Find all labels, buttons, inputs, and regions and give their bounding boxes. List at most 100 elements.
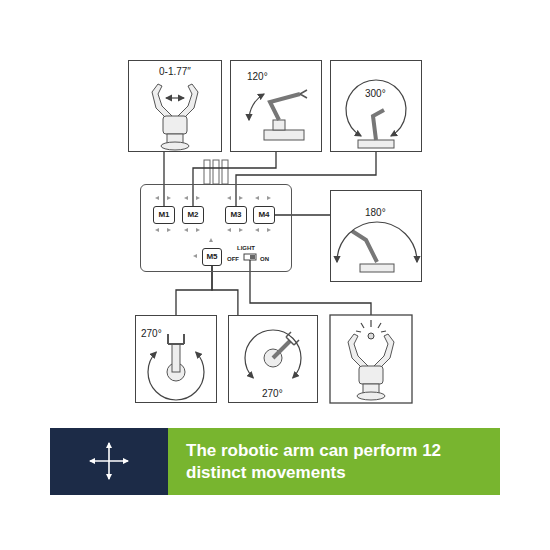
control-board: LIGHT OFF ON M1 M2 M3 M4M5: [140, 184, 292, 272]
direction-mark: [184, 228, 188, 232]
wire-connector: [236, 152, 376, 206]
light-ray: [370, 320, 371, 327]
gripper-drawing: [178, 84, 198, 120]
base-drawing: [264, 332, 299, 367]
light-ray: [381, 331, 386, 332]
gripper-drawing: [348, 334, 394, 400]
angle-label: 270°: [262, 388, 283, 400]
motor-label: M3: [230, 210, 241, 220]
wire-connector: [193, 152, 276, 206]
motor-label: M4: [258, 210, 269, 220]
range-arrow: [166, 97, 184, 98]
direction-mark: [184, 196, 188, 200]
rotation-arc: [148, 352, 204, 400]
switch-label: ON: [260, 256, 269, 263]
wire-connector: [176, 266, 212, 315]
direction-mark: [196, 196, 200, 200]
board-channel: [204, 160, 210, 184]
direction-mark: [155, 228, 159, 232]
board-channel: [213, 160, 219, 184]
arm-drawing: [358, 140, 394, 148]
board-channel: [204, 160, 228, 184]
wrist-drawing: [167, 334, 185, 381]
angle-label: 180°: [365, 207, 386, 219]
caption-band: The robotic arm can perform 12 distinct …: [168, 428, 500, 495]
light-ray: [356, 320, 386, 332]
arm-drawing: [300, 90, 307, 98]
motor-label: M5: [206, 252, 217, 262]
arm-drawing: [352, 231, 394, 272]
angle-label: 120°: [247, 71, 268, 83]
motor-button: M3: [225, 206, 247, 224]
direction-mark: [167, 196, 171, 200]
rotation-arc: [249, 94, 264, 120]
wrist-drawing: [168, 334, 184, 344]
move-icon: [108, 443, 110, 479]
movement-panel: 120°: [230, 60, 322, 152]
movement-panel: 270°: [228, 315, 318, 403]
range-label: 0-1.77″: [159, 66, 191, 78]
direction-mark: [255, 228, 259, 232]
movement-panel: 180°: [330, 190, 422, 282]
gripper-drawing: [374, 334, 394, 370]
direction-mark: [239, 228, 243, 232]
direction-mark: [196, 228, 200, 232]
light-panel: [330, 315, 412, 403]
direction-mark: [255, 196, 259, 200]
move-icon: [90, 443, 128, 479]
motor-label: M1: [158, 210, 169, 220]
direction-mark: [267, 228, 271, 232]
arm-drawing: [264, 90, 307, 140]
gripper-drawing: [152, 84, 198, 150]
direction-mark: [167, 228, 171, 232]
movement-panel: 0-1.77″: [128, 60, 222, 152]
light-ray: [361, 323, 364, 328]
movement-panel: 300°: [330, 60, 422, 152]
gripper-drawing: [359, 366, 383, 384]
motor-button: M2: [182, 206, 204, 224]
gripper-drawing: [163, 116, 187, 134]
wire-connector: [212, 266, 238, 315]
light-switch: [244, 254, 256, 260]
motor-button: M4: [253, 206, 275, 224]
direction-mark: [227, 196, 231, 200]
motor-button: M5: [202, 248, 222, 266]
motor-label: M2: [187, 210, 198, 220]
movement-panel: 270°: [135, 315, 217, 403]
direction-mark: [267, 196, 271, 200]
arm-drawing: [270, 94, 300, 120]
direction-mark: [239, 196, 243, 200]
wire-connector: [163, 152, 164, 206]
rotation-arc: [337, 222, 417, 262]
motor-button: M1: [153, 206, 175, 224]
arm-drawing: [352, 231, 377, 262]
direction-mark: [193, 254, 197, 258]
arm-drawing: [273, 120, 285, 130]
gripper-drawing: [357, 392, 385, 400]
light-wire: [250, 260, 371, 315]
switch-knob: [250, 255, 255, 259]
gripper-drawing: [152, 84, 172, 120]
gripper-drawing: [348, 334, 368, 370]
wire-connector: [275, 214, 330, 215]
rotation-arc: [245, 330, 301, 378]
angle-label: 300°: [365, 88, 386, 100]
switch-label: LIGHT: [237, 245, 255, 252]
base-drawing: [273, 341, 290, 358]
light-ray: [356, 331, 361, 332]
direction-mark: [227, 228, 231, 232]
light-ray: [378, 323, 381, 328]
arm-drawing: [264, 130, 304, 140]
direction-mark: [209, 238, 213, 242]
arm-drawing: [358, 110, 394, 148]
gripper-drawing: [161, 142, 189, 150]
direction-mark: [155, 196, 159, 200]
arm-drawing: [360, 264, 394, 272]
arm-drawing: [373, 110, 384, 140]
switch-label: OFF: [227, 256, 239, 263]
board-channel: [222, 160, 228, 184]
angle-label: 270°: [141, 328, 162, 340]
rotation-arc: [346, 80, 406, 136]
wrist-drawing: [172, 344, 180, 372]
light-bulb: [368, 333, 374, 339]
